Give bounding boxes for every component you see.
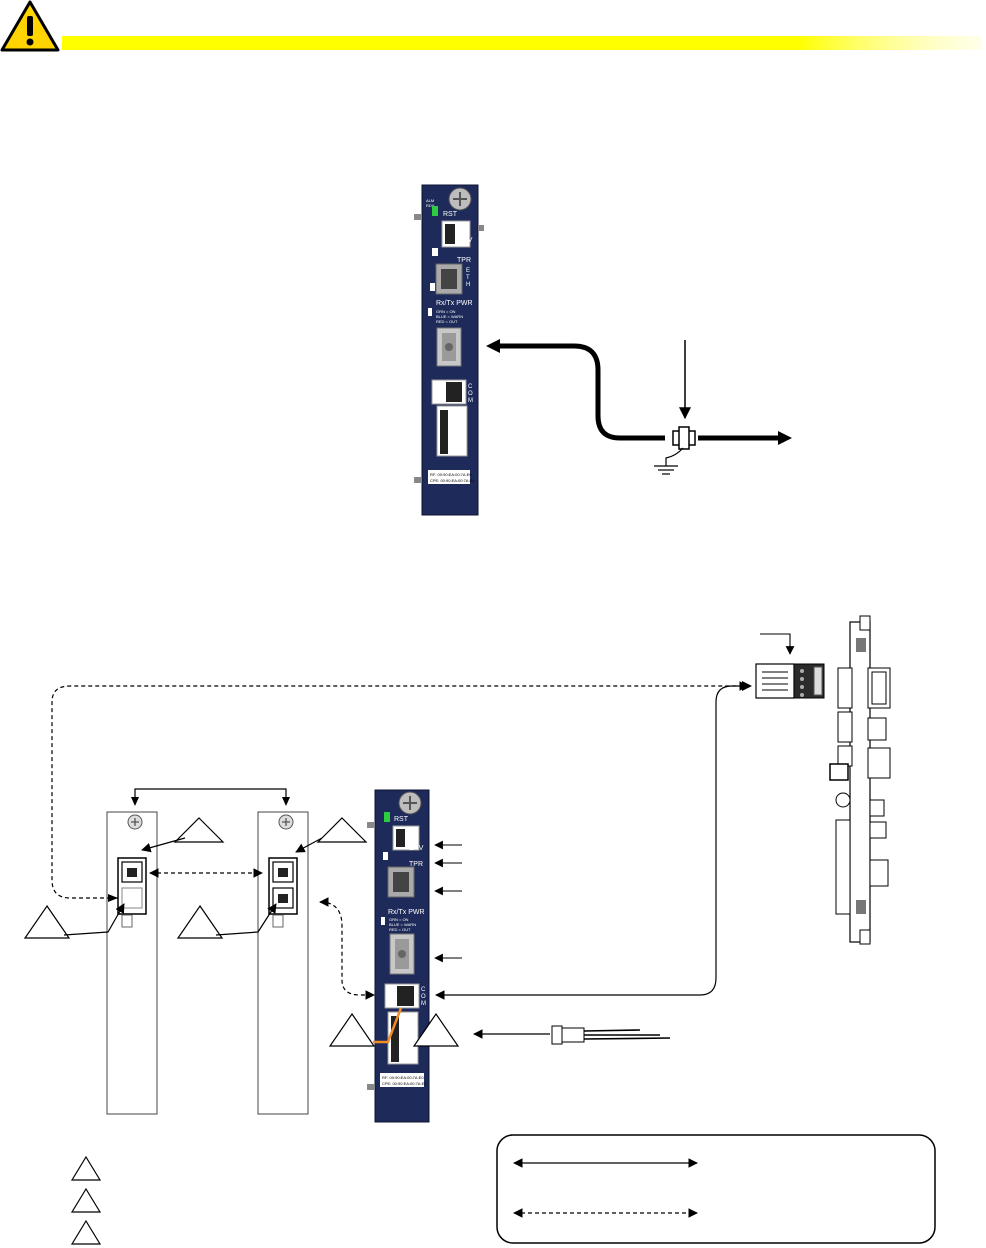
dashed-loop-to-connector <box>51 681 749 899</box>
warning-banner <box>0 0 982 52</box>
eth-port[interactable] <box>387 866 415 898</box>
thumb-screw-icon[interactable] <box>398 791 422 815</box>
com-label: C <box>468 384 473 390</box>
svg-text:BLUE = WARN: BLUE = WARN <box>389 922 416 927</box>
mac-label-plate <box>428 470 470 484</box>
thumb-screw-icon[interactable] <box>448 187 472 211</box>
svg-text:RED = OUT: RED = OUT <box>436 319 458 324</box>
env-led <box>432 248 438 256</box>
top-module-card: ALM RDY RST ENV TPR E T H Rx/Tx PWR GRN … <box>414 184 484 516</box>
callout-triangle-3 <box>23 903 125 939</box>
svg-text:T: T <box>466 275 470 281</box>
callout-triangle-4 <box>176 903 277 939</box>
warning-bar <box>62 36 982 50</box>
com-port[interactable] <box>384 983 420 1009</box>
svg-text:H: H <box>466 282 470 288</box>
svg-text:CPE: 00:90:EA:00:7A:E1: CPE: 00:90:EA:00:7A:E1 <box>430 478 475 483</box>
orange-jumper-cable <box>373 1007 403 1044</box>
bottom-module-card: RST ENV TPR Rx/Tx PWR GRN = ON BLUE = WA… <box>367 789 430 1123</box>
terminal-block-connector[interactable] <box>755 663 825 699</box>
svg-text:RF: 00:90:EA:00:7A:E0: RF: 00:90:EA:00:7A:E0 <box>430 472 472 477</box>
svg-text:O: O <box>421 994 426 1000</box>
com-port[interactable] <box>431 379 467 405</box>
power-connector[interactable] <box>436 405 468 457</box>
com-label: C <box>421 987 426 993</box>
rxtx-pwr-label: Rx/Tx PWR <box>436 300 473 307</box>
coax-cable-top <box>486 339 792 475</box>
tpr-label: TPR <box>409 861 423 868</box>
host-card-right <box>257 811 309 1115</box>
legend-triangle-a <box>70 1155 102 1181</box>
rst-label: RST <box>394 816 409 823</box>
callout-triangle-6 <box>412 1012 460 1047</box>
rxtx-pwr-label: Rx/Tx PWR <box>388 909 425 916</box>
eth-label: E <box>466 268 470 274</box>
rf-f-connector[interactable] <box>389 933 415 975</box>
rf-f-connector[interactable] <box>436 327 462 367</box>
legend-box <box>496 1134 936 1244</box>
arrow-terminal-block <box>760 633 795 655</box>
rj45-port-lower[interactable] <box>121 887 143 909</box>
ground-symbol-icon <box>654 447 684 475</box>
svg-text:M: M <box>421 1001 426 1007</box>
rst-led <box>432 206 438 216</box>
svg-text:GRN = ON: GRN = ON <box>389 917 409 922</box>
callout-triangle-5 <box>328 1012 376 1047</box>
legend-triangle-b <box>70 1187 102 1213</box>
surge-protector <box>672 426 696 450</box>
eth-port[interactable] <box>435 263 463 295</box>
svg-text:CPE: 00:90:EA:00:7A:E1: CPE: 00:90:EA:00:7A:E1 <box>382 1081 427 1086</box>
backplane-board <box>829 615 891 945</box>
power-cable-connector <box>551 1025 671 1045</box>
tpr-label: TPR <box>457 257 471 264</box>
svg-text:RF: 00:90:EA:00:7A:E0: RF: 00:90:EA:00:7A:E0 <box>382 1075 424 1080</box>
env-label: ENV <box>409 845 424 852</box>
host-card-left <box>106 811 158 1115</box>
alm-label: ALM <box>426 198 434 203</box>
rdy-label: RDY <box>426 203 435 208</box>
svg-text:M: M <box>468 398 473 404</box>
svg-text:O: O <box>468 391 473 397</box>
rxtx-led <box>428 308 432 316</box>
rst-label: RST <box>443 211 458 218</box>
power-connector[interactable] <box>387 1011 419 1065</box>
cable-arrow-right <box>778 431 792 445</box>
mac-label-plate <box>380 1073 424 1087</box>
dashed-link-com <box>319 897 375 1000</box>
callout-triangle-2 <box>295 817 368 853</box>
com-cable-to-terminal <box>435 685 748 1000</box>
cable-arrow-left <box>486 339 500 353</box>
callout-triangle-1 <box>141 817 225 853</box>
legend-triangle-c <box>70 1219 102 1245</box>
svg-text:GRN = ON: GRN = ON <box>436 309 456 314</box>
env-label: ENV <box>458 237 473 244</box>
card-link-bracket <box>134 788 287 803</box>
warning-triangle-icon <box>0 0 60 52</box>
svg-text:BLUE = WARN: BLUE = WARN <box>436 314 463 319</box>
svg-text:RED = OUT: RED = OUT <box>389 927 411 932</box>
